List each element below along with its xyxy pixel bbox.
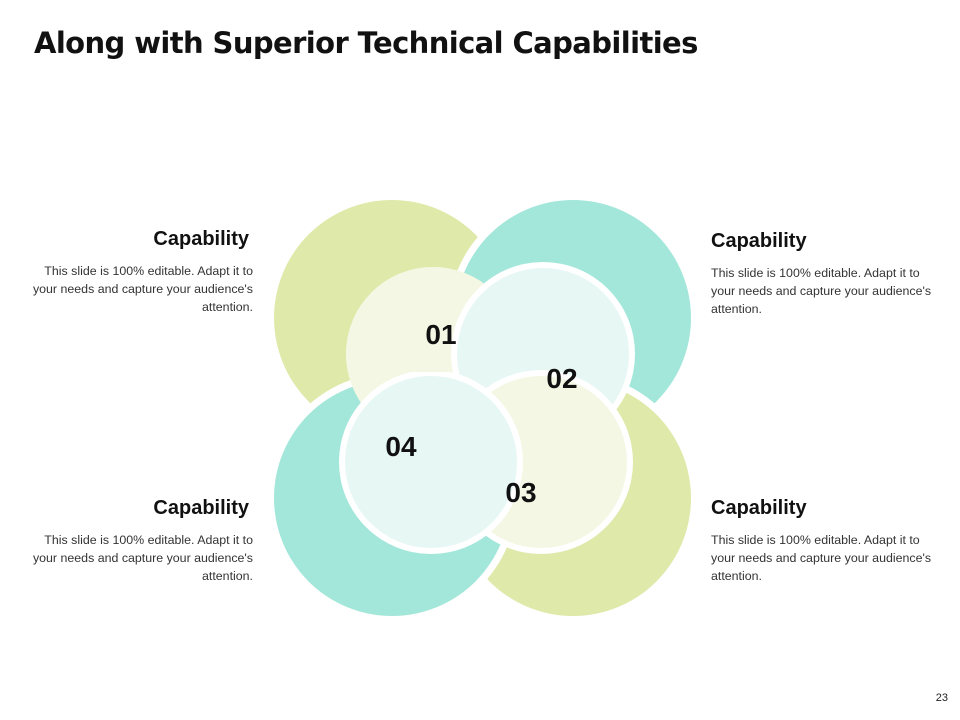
inner-circle-01-overlap: [346, 267, 450, 372]
capability-heading: Capability: [153, 497, 249, 519]
capability-description: This slide is 100% editable. Adapt it to…: [32, 264, 253, 314]
capability-heading: Capability: [153, 228, 249, 250]
capability-block-top-left: Capability This slide is 100% editable. …: [23, 226, 253, 316]
capability-description: This slide is 100% editable. Adapt it to…: [711, 266, 932, 316]
inner-circle-04: [345, 376, 517, 548]
capability-heading: Capability: [711, 497, 807, 519]
slide-title: Along with Superior Technical Capabiliti…: [34, 26, 698, 60]
page-number: 23: [935, 692, 948, 704]
capability-description: This slide is 100% editable. Adapt it to…: [711, 533, 932, 583]
petal-number-02: 02: [546, 363, 577, 394]
capability-heading: Capability: [711, 230, 807, 252]
petal-number-04: 04: [385, 431, 417, 462]
petal-number-03: 03: [505, 477, 536, 508]
capability-description: This slide is 100% editable. Adapt it to…: [32, 533, 253, 583]
capability-block-bottom-right: Capability This slide is 100% editable. …: [711, 495, 941, 585]
capability-block-top-right: Capability This slide is 100% editable. …: [711, 228, 941, 318]
petal-number-01: 01: [425, 319, 456, 350]
capability-block-bottom-left: Capability This slide is 100% editable. …: [23, 495, 253, 585]
